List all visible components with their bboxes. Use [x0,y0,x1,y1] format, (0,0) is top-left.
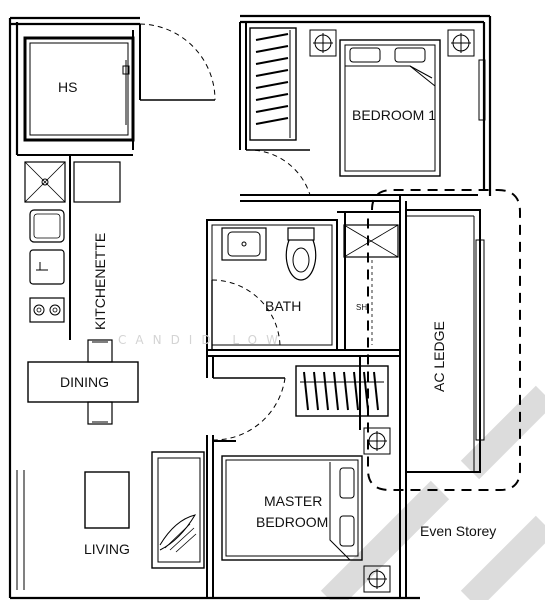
bed-bedroom1 [339,39,441,177]
watermark-text: CANDID LOW [118,333,287,347]
watermark-stripes [320,385,545,600]
bath-label: BATH [265,298,301,314]
bath-fixtures [221,224,399,345]
bedroom1-door [245,149,311,196]
bath-walls [206,195,407,357]
exterior-walls [8,14,492,600]
master-bedroom-label-line1: MASTER [264,493,322,509]
kitchenette-counter [17,154,133,340]
sh-label: SH [356,303,367,312]
window-bedroom1 [478,59,486,121]
dining-table [27,339,139,425]
bedroom1-label: BEDROOM 1 [352,107,436,123]
even-storey-note: Even Storey [420,523,496,539]
hs-room [23,30,135,150]
master-bedside-tables [363,427,391,593]
wardrobe-bedroom1 [249,27,297,141]
bedside-tables-bedroom1 [309,29,475,57]
master-bed [221,455,363,561]
kitchenette-label: KITCHENETTE [92,233,108,330]
living-window [16,470,25,590]
master-bedroom-label-line2: BEDROOM [256,514,328,530]
dining-label: DINING [60,374,109,390]
living-label: LIVING [84,541,130,557]
living-furniture [84,451,205,569]
master-wardrobe [295,365,389,417]
master-bedroom-walls [206,350,407,598]
ac-ledge [367,189,521,491]
ac-ledge-label: AC LEDGE [431,321,447,392]
bath-door [211,279,281,351]
entrance-door [139,23,216,101]
hs-label: HS [58,79,77,95]
master-door [212,377,286,441]
